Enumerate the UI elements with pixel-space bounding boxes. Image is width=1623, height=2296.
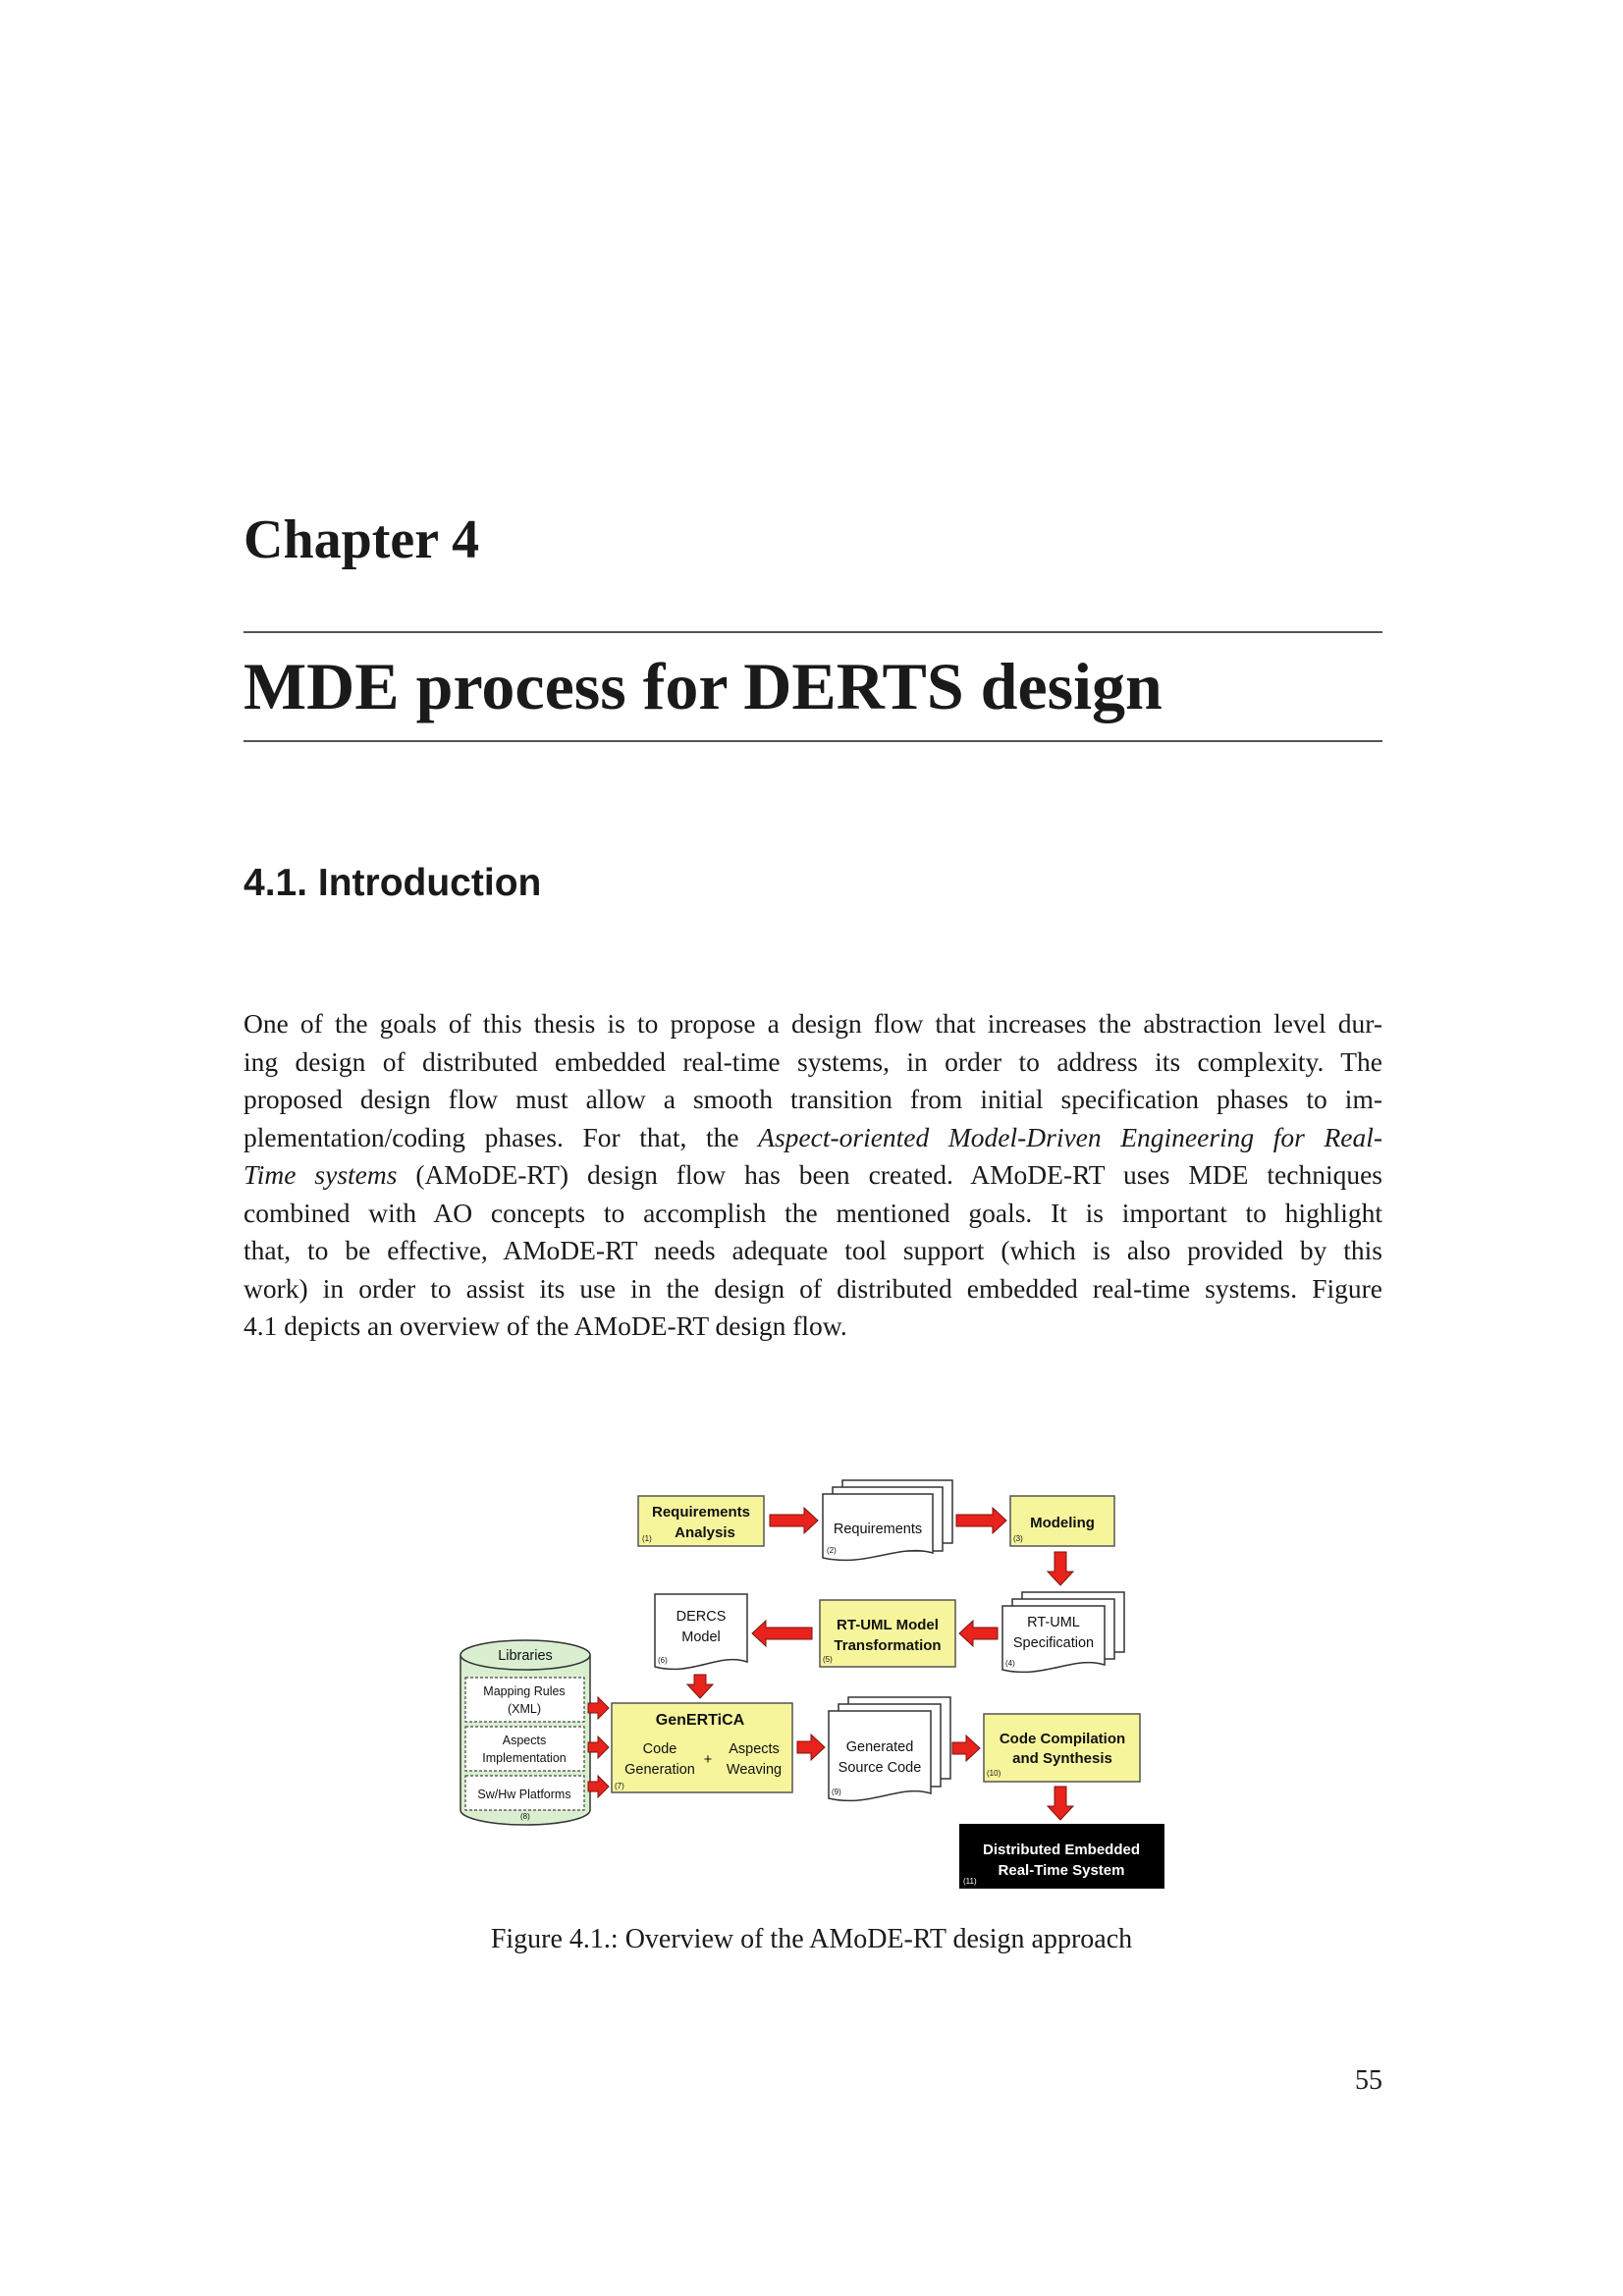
derts-result-box: Distributed Embedded Real-Time System (1… (959, 1824, 1164, 1889)
box-label: Modeling (1030, 1515, 1095, 1531)
arrow-right-icon (955, 1506, 1007, 1535)
code-compilation-box: Code Compilation and Synthesis (10) (983, 1713, 1141, 1783)
chapter-label: Chapter 4 (243, 509, 480, 570)
paragraph-line: One of the goals of this thesis is to pr… (243, 1008, 1382, 1039)
libraries-database: Libraries Mapping Rules (XML) Aspects Im… (460, 1639, 591, 1826)
library-title: Libraries (498, 1648, 553, 1664)
box-label: Aspects (729, 1741, 780, 1757)
paragraph-line: that, to be effective, AMoDE-RT needs ad… (243, 1235, 1382, 1265)
arrow-down-icon (685, 1674, 715, 1699)
library-item: Implementation (482, 1751, 567, 1765)
genertica-box: GenERTiCA Code Generation + Aspects Weav… (611, 1702, 793, 1793)
paragraph-line: ing design of distributed embedded real-… (243, 1045, 1382, 1077)
library-item: Aspects (503, 1734, 546, 1747)
box-label: Requirements (652, 1504, 750, 1521)
arrow-right-icon (769, 1506, 819, 1535)
arrow-right-icon (587, 1735, 610, 1760)
text: plementation/coding phases. For that, th… (243, 1121, 759, 1152)
box-label: Generation (624, 1762, 695, 1778)
paragraph-line: Time systems (AMoDE-RT) design flow has … (243, 1156, 1382, 1195)
paragraph-line: work) in order to assist its use in the … (243, 1272, 1382, 1304)
requirements-document: Requirements (2) (822, 1479, 953, 1562)
step-number: (6) (658, 1656, 668, 1665)
arrow-right-icon (587, 1774, 610, 1799)
page-number: 55 (1355, 2065, 1382, 2096)
box-label: RT-UML Model (837, 1617, 939, 1633)
step-number: (10) (987, 1769, 1001, 1778)
doc-label: Generated (846, 1739, 914, 1755)
step-number: (4) (1005, 1659, 1015, 1668)
arrow-left-icon (751, 1619, 813, 1648)
step-number: (11) (963, 1877, 977, 1886)
arrow-down-icon (1046, 1786, 1075, 1821)
step-number: (8) (520, 1812, 530, 1821)
rtuml-model-transformation-box: RT-UML Model Transformation (5) (819, 1599, 956, 1668)
modeling-box: Modeling (3) (1009, 1495, 1115, 1547)
intro-paragraph: One of the goals of this thesis is to pr… (243, 1005, 1382, 1346)
step-number: (2) (827, 1546, 837, 1555)
arrow-right-icon (587, 1695, 610, 1721)
chapter-title: MDE process for DERTS design (243, 649, 1163, 723)
box-label: Transformation (834, 1637, 941, 1654)
plus-sign: + (704, 1752, 712, 1768)
library-item: (XML) (508, 1702, 541, 1716)
amode-rt-flow-diagram: Requirements Analysis (1) Requirements (… (460, 1479, 1164, 1889)
doc-label: Source Code (839, 1760, 922, 1776)
paragraph-line: combined with AO concepts to accomplish … (243, 1197, 1382, 1228)
step-number: (1) (642, 1534, 652, 1543)
text: (AMoDE-RT) design flow has been created.… (397, 1159, 1383, 1190)
arrow-right-icon (951, 1734, 981, 1763)
generated-source-code-document: Generated Source Code (9) (828, 1696, 951, 1802)
box-title: GenERTiCA (656, 1712, 745, 1729)
library-item: Sw/Hw Platforms (477, 1788, 570, 1801)
doc-label: Requirements (834, 1522, 922, 1537)
dercs-model-document: DERCS Model (6) (654, 1593, 748, 1671)
box-label: Analysis (675, 1524, 735, 1541)
box-label: and Synthesis (1012, 1750, 1112, 1767)
figure-caption: Figure 4.1.: Overview of the AMoDE-RT de… (490, 1924, 1133, 1954)
section-heading: 4.1. Introduction (243, 862, 542, 904)
italic-term: Aspect-oriented Model-Driven Engineering… (758, 1121, 1383, 1152)
box-label: Code (643, 1741, 677, 1757)
paragraph-line: proposed design flow must allow a smooth… (243, 1084, 1382, 1114)
doc-label: DERCS (676, 1609, 727, 1625)
title-bottom-rule (243, 740, 1382, 742)
doc-label: RT-UML (1027, 1615, 1080, 1630)
title-top-rule (243, 631, 1382, 633)
requirements-analysis-box: Requirements Analysis (1) (637, 1495, 765, 1547)
rtuml-specification-document: RT-UML Specification (4) (1001, 1591, 1125, 1674)
box-label: Weaving (727, 1762, 782, 1778)
arrow-right-icon (796, 1733, 826, 1762)
doc-label: Model (681, 1629, 721, 1645)
step-number: (3) (1013, 1534, 1023, 1543)
italic-term: Time systems (243, 1159, 398, 1190)
library-item: Mapping Rules (483, 1684, 565, 1698)
box-label: Real-Time System (999, 1862, 1125, 1879)
arrow-down-icon (1046, 1551, 1075, 1586)
step-number: (5) (823, 1655, 833, 1664)
paragraph-line: 4.1 depicts an overview of the AMoDE-RT … (243, 1310, 847, 1341)
box-label: Distributed Embedded (983, 1842, 1140, 1858)
box-label: Code Compilation (1000, 1731, 1125, 1747)
step-number: (9) (832, 1788, 841, 1796)
arrow-left-icon (958, 1619, 999, 1648)
paragraph-line: plementation/coding phases. For that, th… (243, 1119, 1382, 1157)
doc-label: Specification (1013, 1635, 1094, 1651)
step-number: (7) (615, 1782, 624, 1790)
